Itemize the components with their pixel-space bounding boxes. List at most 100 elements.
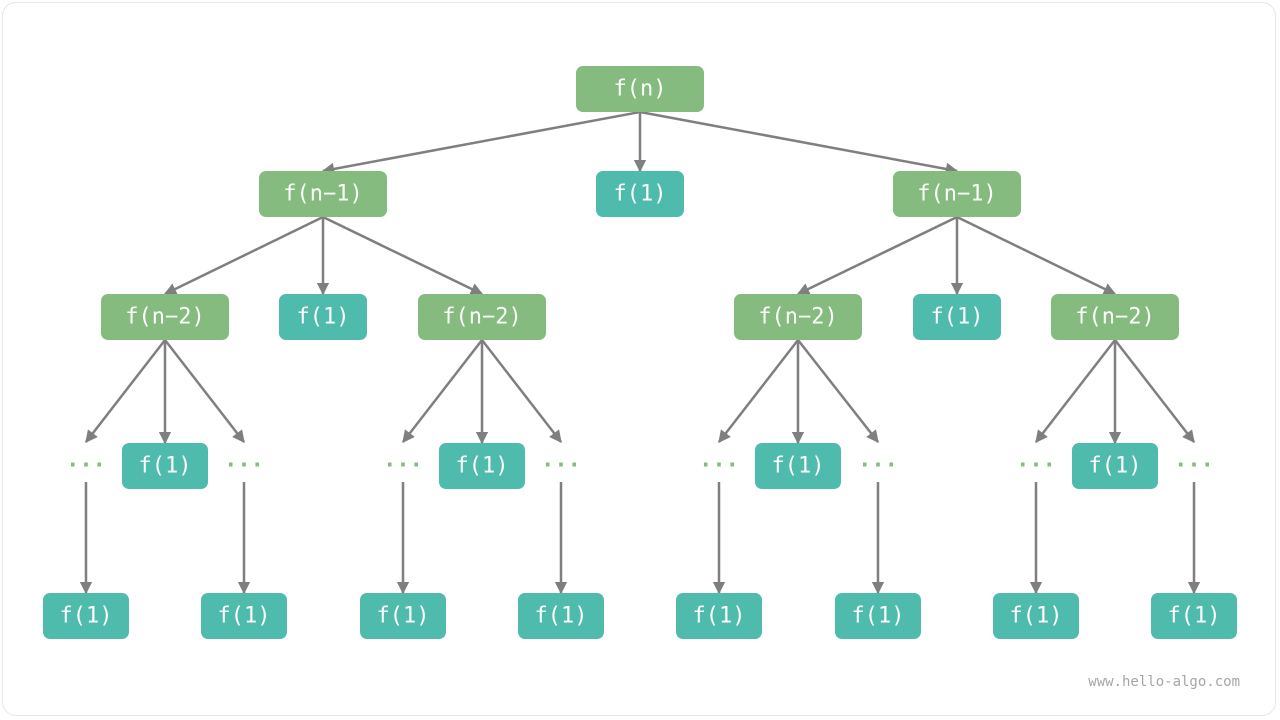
node-label-a1: f(n−2): [125, 305, 204, 330]
node-label-b: f(1): [614, 182, 667, 207]
node-a2: f(1): [279, 294, 367, 340]
node-label-a3: f(n−2): [442, 305, 521, 330]
node-a3: f(n−2): [418, 294, 546, 340]
node-box-c1: [734, 294, 862, 340]
edge-a3-to-a3e2: [481, 339, 562, 443]
node-box-l3: [360, 593, 446, 639]
ellipsis-a1e2: ···: [224, 454, 264, 479]
node-label-a1e1: ···: [66, 454, 106, 479]
node-label-c1b: f(1): [772, 454, 825, 479]
node-label-a3e1: ···: [383, 454, 423, 479]
node-box-c3b: [1072, 443, 1158, 489]
node-c2: f(1): [913, 294, 1001, 340]
node-box-c1b: [755, 443, 841, 489]
node-box-a3: [418, 294, 546, 340]
node-c3b: f(1): [1072, 443, 1158, 489]
edge-c1-to-c1e2: [797, 339, 879, 443]
edge-a1-to-a1e1: [85, 339, 166, 443]
node-l4: f(1): [518, 593, 604, 639]
node-label-c3e1: ···: [1016, 454, 1056, 479]
node-l5: f(1): [676, 593, 762, 639]
node-label-c: f(n−1): [917, 182, 996, 207]
node-label-a3e2: ···: [541, 454, 581, 479]
node-box-root: [576, 66, 704, 112]
node-box-a: [259, 171, 387, 217]
node-box-l7: [993, 593, 1079, 639]
edge-c1-to-c1e1: [718, 339, 799, 443]
edge-a1-to-a1e2: [164, 339, 245, 443]
node-l3: f(1): [360, 593, 446, 639]
node-a3b: f(1): [439, 443, 525, 489]
node-box-c2: [913, 294, 1001, 340]
edge-a-to-a3: [322, 215, 484, 296]
node-c1b: f(1): [755, 443, 841, 489]
edge-a-to-a1: [163, 215, 324, 296]
node-l1: f(1): [43, 593, 129, 639]
node-label-c1e2: ···: [858, 454, 898, 479]
node-c3: f(n−2): [1051, 294, 1179, 340]
node-label-l5: f(1): [693, 604, 746, 629]
node-label-l2: f(1): [218, 604, 271, 629]
node-label-l1: f(1): [60, 604, 113, 629]
node-label-l4: f(1): [535, 604, 588, 629]
ellipsis-a3e2: ···: [541, 454, 581, 479]
node-box-b: [596, 171, 684, 217]
node-box-l6: [835, 593, 921, 639]
node-label-l3: f(1): [377, 604, 430, 629]
node-label-c3: f(n−2): [1075, 305, 1154, 330]
node-label-l8: f(1): [1168, 604, 1221, 629]
node-l7: f(1): [993, 593, 1079, 639]
node-a: f(n−1): [259, 171, 387, 217]
node-root: f(n): [576, 66, 704, 112]
node-label-l7: f(1): [1010, 604, 1063, 629]
node-box-l2: [201, 593, 287, 639]
edge-c-to-c1: [796, 215, 958, 296]
edge-c3-to-c3e1: [1035, 339, 1116, 443]
node-box-l1: [43, 593, 129, 639]
node-label-c1e1: ···: [699, 454, 739, 479]
ellipsis-c3e1: ···: [1016, 454, 1056, 479]
watermark-text: www.hello-algo.com: [1088, 674, 1240, 690]
node-label-c2: f(1): [931, 305, 984, 330]
node-label-root: f(n): [614, 77, 667, 102]
node-box-c3: [1051, 294, 1179, 340]
ellipsis-c1e2: ···: [858, 454, 898, 479]
node-l6: f(1): [835, 593, 921, 639]
node-label-c3e2: ···: [1174, 454, 1214, 479]
node-c: f(n−1): [893, 171, 1021, 217]
node-box-l8: [1151, 593, 1237, 639]
node-c1: f(n−2): [734, 294, 862, 340]
edge-c-to-c3: [956, 215, 1117, 296]
node-l2: f(1): [201, 593, 287, 639]
node-box-a1b: [122, 443, 208, 489]
node-b: f(1): [596, 171, 684, 217]
edge-c3-to-c3e2: [1114, 339, 1195, 443]
node-a1b: f(1): [122, 443, 208, 489]
node-l8: f(1): [1151, 593, 1237, 639]
node-label-a: f(n−1): [283, 182, 362, 207]
edge-a3-to-a3e1: [402, 339, 483, 443]
ellipsis-a3e1: ···: [383, 454, 423, 479]
node-box-a1: [101, 294, 229, 340]
edge-root-to-a: [321, 110, 641, 176]
node-label-a2: f(1): [297, 305, 350, 330]
node-label-c3b: f(1): [1089, 454, 1142, 479]
node-label-c1: f(n−2): [758, 305, 837, 330]
nodes: f(n) f(n−1) f(1) f(n−1) f(n−2) f(1) f(n−2) f(n−…: [43, 66, 1237, 639]
edges: [79, 110, 1201, 595]
node-label-a1b: f(1): [139, 454, 192, 479]
node-box-l4: [518, 593, 604, 639]
edge-root-to-c: [639, 110, 959, 176]
ellipsis-c1e1: ···: [699, 454, 739, 479]
ellipsis-a1e1: ···: [66, 454, 106, 479]
node-box-a2: [279, 294, 367, 340]
node-box-l5: [676, 593, 762, 639]
node-label-a3b: f(1): [456, 454, 509, 479]
node-label-l6: f(1): [852, 604, 905, 629]
node-a1: f(n−2): [101, 294, 229, 340]
node-box-a3b: [439, 443, 525, 489]
node-label-a1e2: ···: [224, 454, 264, 479]
node-box-c: [893, 171, 1021, 217]
ellipsis-c3e2: ···: [1174, 454, 1214, 479]
